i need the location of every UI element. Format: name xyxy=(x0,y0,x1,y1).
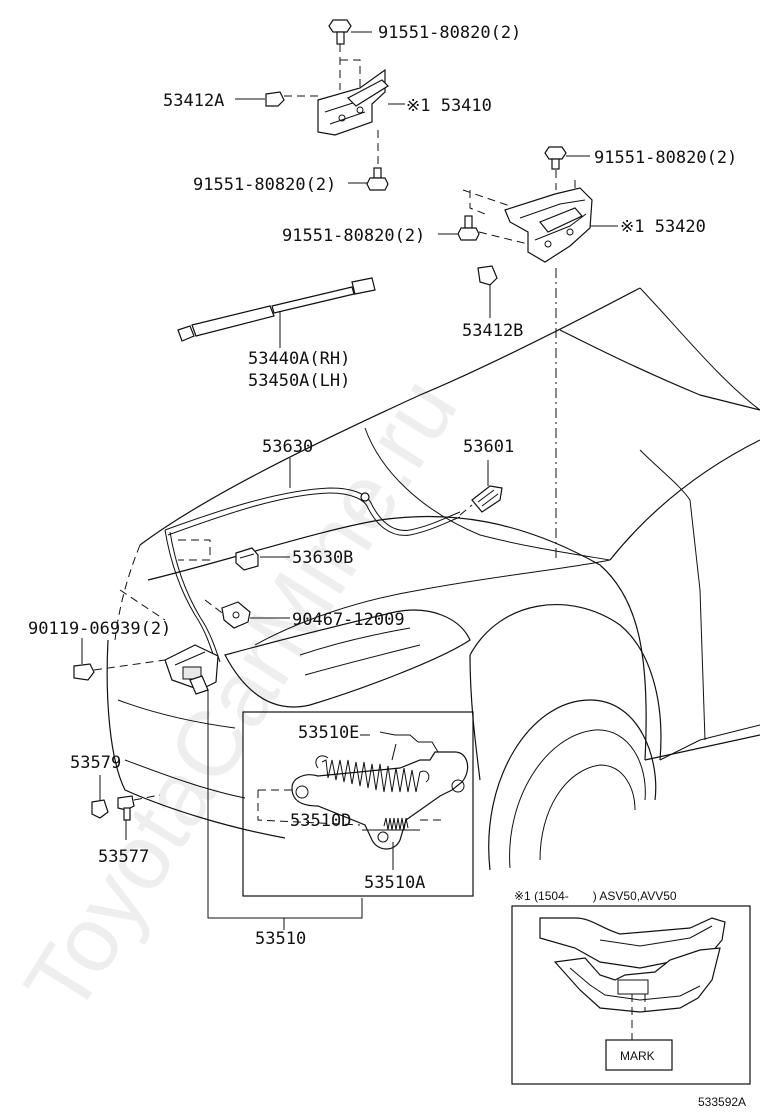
label-cable: 53630 xyxy=(262,437,313,457)
label-hinge-lh-clip: 53412A xyxy=(163,91,224,111)
lock-bolt-icon xyxy=(73,638,166,681)
label-bolt-rh-mid: 91551-80820(2) xyxy=(282,226,425,246)
cushion-icon xyxy=(91,775,109,819)
car-body xyxy=(106,287,760,871)
label-strut-rh: 53440A(RH) xyxy=(248,349,350,369)
label-strut-lh: 53450A(LH) xyxy=(248,371,350,391)
watermark-text: ToyotaCarMine.ru xyxy=(5,361,476,1031)
label-hinge-rh: ※1 53420 xyxy=(620,217,706,237)
bolt-rh-mid-icon xyxy=(457,215,480,241)
release-lever-icon xyxy=(459,460,503,516)
inset-box xyxy=(511,905,751,1085)
label-spring-a: 53510A xyxy=(364,873,425,893)
clip-53412a-icon xyxy=(265,91,285,107)
label-spring-d: 53510D xyxy=(290,811,351,831)
clip-53412b-icon xyxy=(477,265,498,286)
bolt-lh-lower-icon xyxy=(366,167,389,191)
label-cushion: 53579 xyxy=(70,753,121,773)
label-bolt-top: 91551-80820(2) xyxy=(378,23,521,43)
spring-detail-box xyxy=(242,711,474,897)
cable-clamp-icon xyxy=(235,547,290,571)
label-mark: MARK xyxy=(620,1049,655,1063)
label-diagram-id: 533592A xyxy=(698,1095,746,1109)
hinge-lh-icon xyxy=(317,68,389,136)
label-hinge-rh-clip: 53412B xyxy=(462,321,523,341)
hood-lock-icon xyxy=(164,644,363,930)
label-bumper-bolt: 53577 xyxy=(98,847,149,867)
label-lever: 53601 xyxy=(463,437,514,457)
label-bolt-rh-top: 91551-80820(2) xyxy=(594,148,737,168)
clamp-icon xyxy=(221,601,290,629)
hinge-lh-assembly xyxy=(235,19,405,191)
bolt-rh-top-icon xyxy=(544,146,567,170)
label-cable-clamp: 53630B xyxy=(292,548,353,568)
hood-strut-icon xyxy=(177,277,376,348)
label-hinge-lh: ※1 53410 xyxy=(406,96,492,116)
label-inset-title: ※1 (1504- ) ASV50,AVV50 xyxy=(514,889,677,903)
label-bolt-lh-lower: 91551-80820(2) xyxy=(193,175,336,195)
label-clamp: 90467-12009 xyxy=(292,610,405,630)
hinge-rh-icon xyxy=(504,187,593,263)
bolt-top-icon xyxy=(328,19,352,45)
label-lock-bolt: 90119-06939(2) xyxy=(28,619,171,639)
label-lock-assy: 53510 xyxy=(255,929,306,949)
hood-release-cable xyxy=(164,458,461,663)
label-spring-e: 53510E xyxy=(298,723,359,743)
hinge-rh-assembly xyxy=(438,146,618,560)
bumper-bolt-icon xyxy=(117,794,161,840)
mark-box xyxy=(605,1039,673,1071)
